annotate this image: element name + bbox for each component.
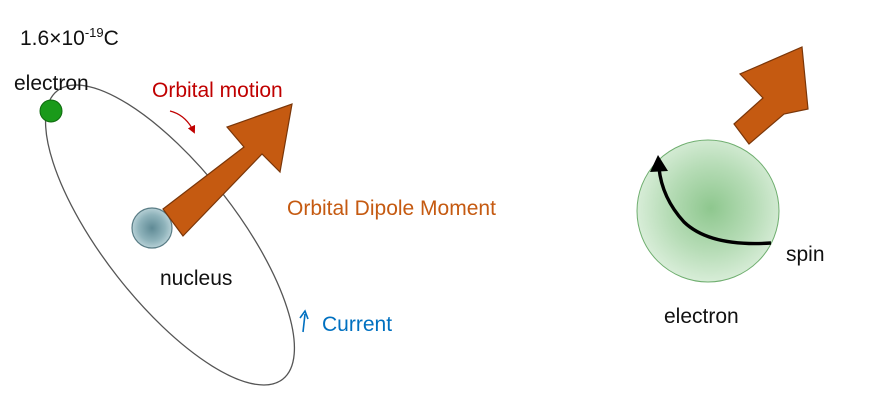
spin-arrow-icon (657, 167, 772, 246)
current-label: Current (322, 313, 393, 336)
electron-label-left: electron (14, 72, 89, 95)
current-arrow-head (299, 309, 309, 320)
orbital-dipole-moment-label: Orbital Dipole Moment (287, 197, 496, 220)
spin-sphere (636, 139, 780, 283)
nucleus-sphere (131, 207, 173, 249)
spin-dipole-arrow-icon (733, 46, 809, 145)
spin-label: spin (786, 243, 825, 266)
charge-label: 1.6×10-19C (20, 25, 119, 50)
electron-dot (39, 99, 63, 123)
orbital-motion-arrow-icon (169, 110, 196, 134)
spin-arrow-head (650, 155, 668, 172)
current-arrow-icon (302, 313, 306, 333)
nucleus-label: nucleus (160, 267, 233, 290)
electron-label-right: electron (664, 305, 739, 328)
orbital-motion-label: Orbital motion (152, 79, 283, 102)
dipole-arrow-icon (162, 103, 293, 237)
